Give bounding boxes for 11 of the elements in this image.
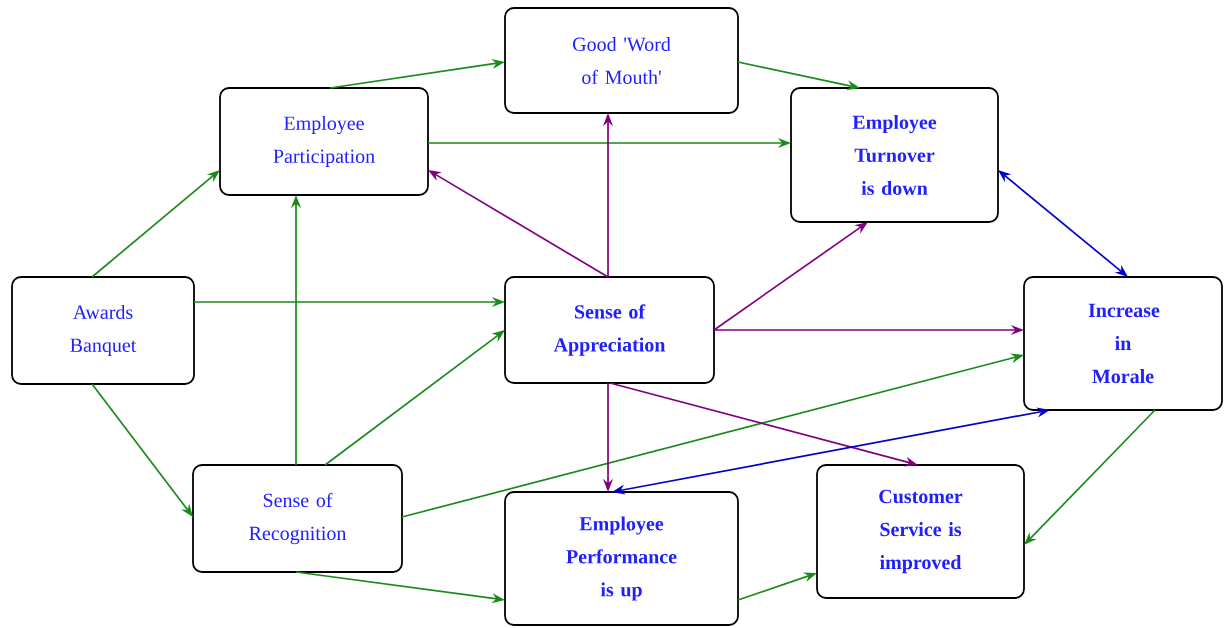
process-box: Awards Banquet — [11, 276, 195, 385]
process-box: Sense of Recognition — [192, 464, 403, 573]
arrow — [1024, 409, 1156, 545]
process-box: Employee Turnover is down — [790, 87, 999, 223]
arrow — [91, 170, 220, 278]
process-box: Customer Service is improved — [816, 464, 1025, 599]
process-box: Increase in Morale — [1023, 276, 1223, 411]
process-box: Good 'Word of Mouth' — [504, 7, 739, 114]
process-box: Sense of Appreciation — [504, 276, 715, 384]
process-box: Employee Performance is up — [504, 491, 739, 626]
process-box: Employee Participation — [219, 87, 429, 196]
